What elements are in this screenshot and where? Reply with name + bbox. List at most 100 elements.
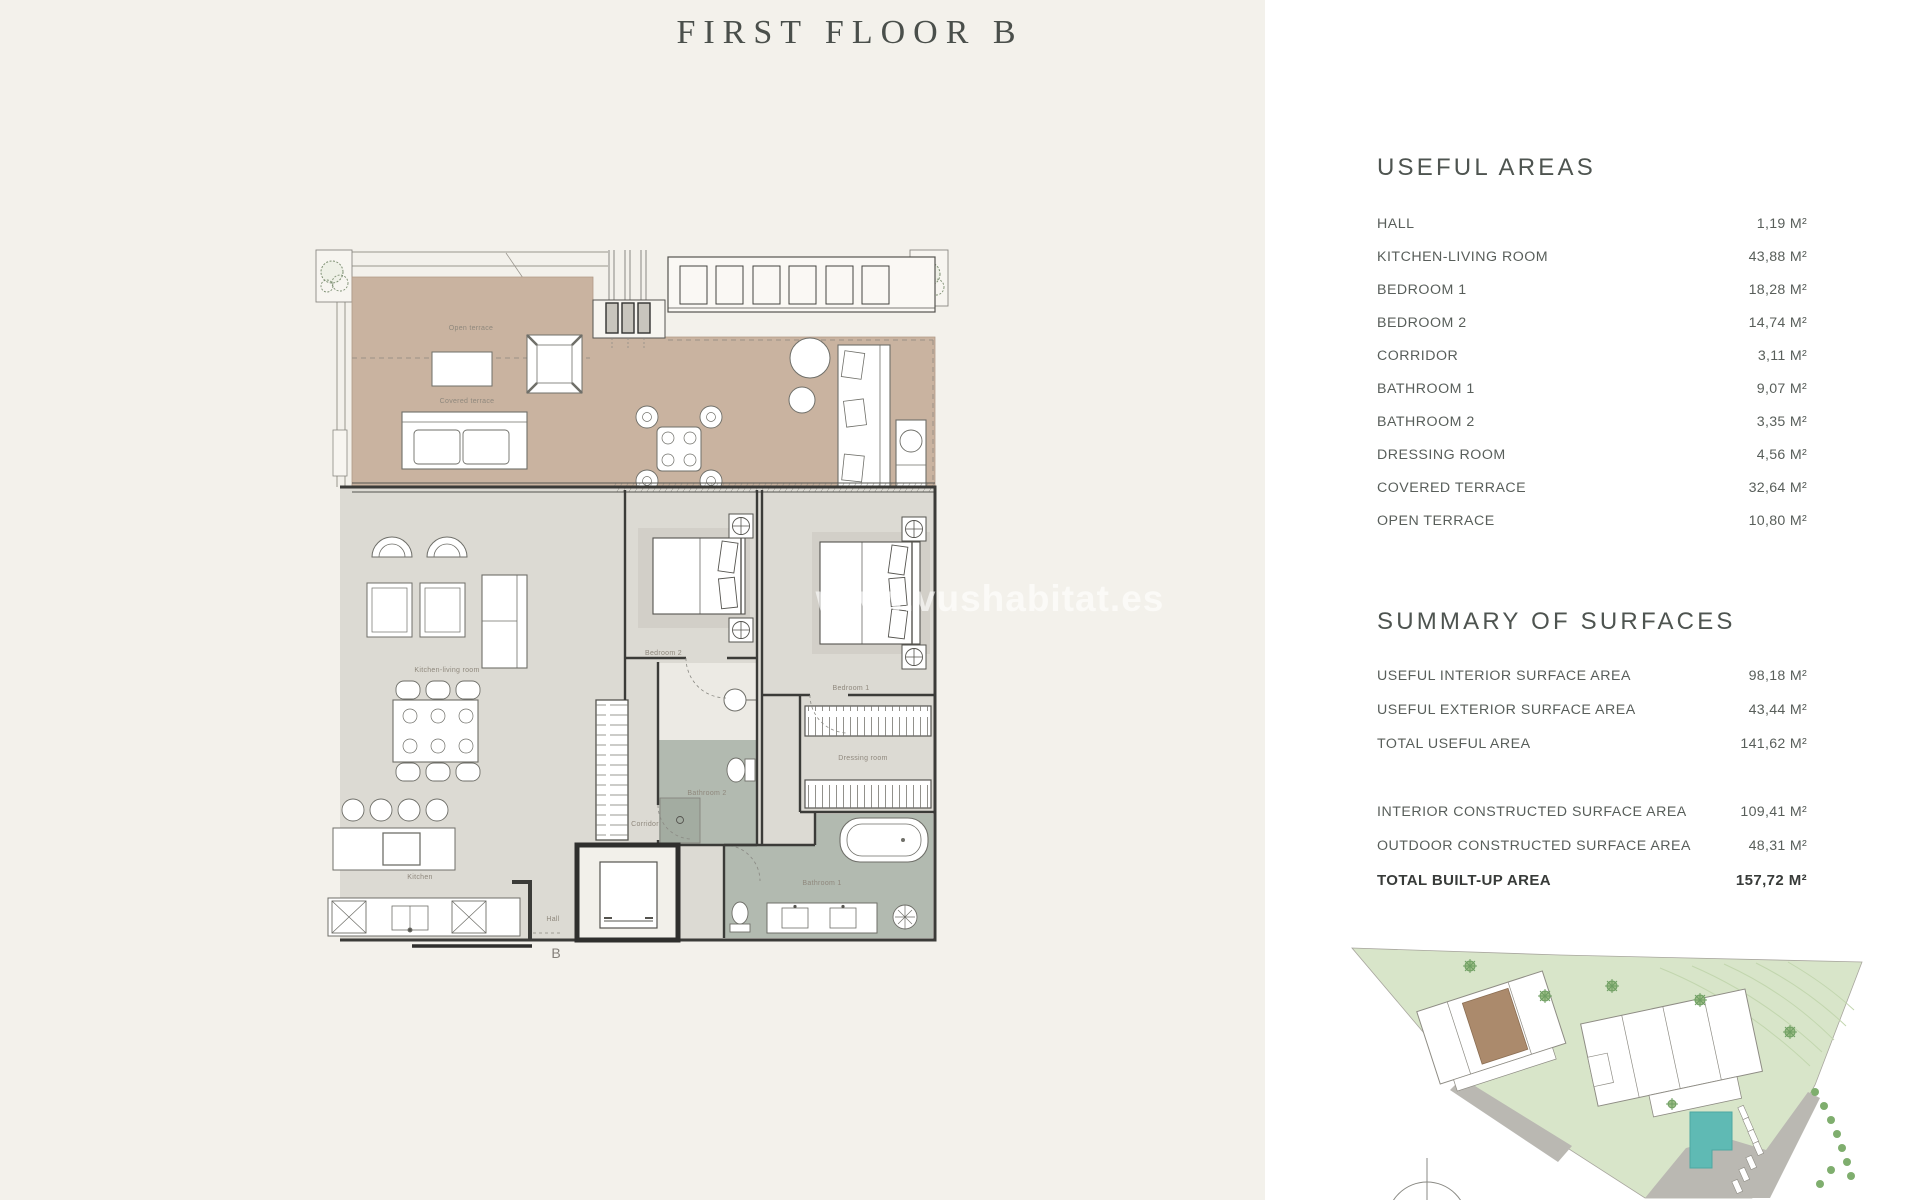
living-furniture [327, 536, 528, 937]
row-value: 9,07 M² [1756, 380, 1807, 397]
row-value: 18,28 M² [1748, 281, 1807, 298]
palm-trees [1463, 959, 1797, 1110]
table-row: OUTDOOR CONSTRUCTED SURFACE AREA 48,31 M… [1377, 829, 1807, 863]
row-value: 43,44 M² [1748, 702, 1807, 718]
row-label: INTERIOR CONSTRUCTED SURFACE AREA [1377, 804, 1687, 820]
label-bedroom1: Bedroom 1 [833, 685, 870, 692]
site-plan [1330, 930, 1920, 1200]
kitchen-counter [327, 897, 521, 937]
row-label: BEDROOM 2 [1377, 314, 1467, 331]
table-row: USEFUL EXTERIOR SURFACE AREA 43,44 M² [1377, 693, 1807, 727]
planter-top-left [315, 249, 353, 303]
round-table [789, 337, 831, 379]
plant [892, 904, 918, 930]
table-row: BEDROOM 2 14,74 M² [1377, 306, 1807, 339]
floor-plan: Open terrace Covered terrace [312, 242, 957, 962]
table-row: BEDROOM 1 18,28 M² [1377, 273, 1807, 306]
label-bedroom2: Bedroom 2 [645, 650, 682, 657]
table-row: OPEN TERRACE 10,80 M² [1377, 504, 1807, 537]
label-corridor: Corridor [631, 821, 659, 828]
basin [723, 688, 747, 712]
armchair [371, 536, 413, 558]
coffee-table [431, 351, 493, 387]
island-stools [341, 798, 449, 822]
watermark: www.vushabitat.es [815, 578, 1165, 619]
label-open-terrace: Open terrace [449, 325, 493, 332]
summary-heading: SUMMARY OF SURFACES [1377, 608, 1736, 635]
summary-table-constructed: INTERIOR CONSTRUCTED SURFACE AREA 109,41… [1377, 795, 1807, 863]
row-label: OPEN TERRACE [1377, 512, 1495, 529]
trees [1811, 1088, 1855, 1188]
row-value: 4,56 M² [1756, 446, 1807, 463]
table-row: INTERIOR CONSTRUCTED SURFACE AREA 109,41… [1377, 795, 1807, 829]
row-value: 43,88 M² [1748, 248, 1807, 265]
row-label: OUTDOOR CONSTRUCTED SURFACE AREA [1377, 838, 1691, 854]
building-left [1416, 970, 1567, 1092]
partition-panel [592, 250, 666, 348]
lounge-chair [526, 334, 583, 394]
row-value: 3,35 M² [1756, 413, 1807, 430]
bathroom2 [659, 663, 756, 844]
compass-icon [1393, 1158, 1461, 1200]
door-swings [533, 657, 849, 934]
armchair [426, 536, 468, 558]
table-row: TOTAL USEFUL AREA 141,62 M² [1377, 727, 1807, 761]
label-covered-terrace: Covered terrace [440, 398, 495, 405]
parking-slots [1731, 1104, 1764, 1195]
row-label: KITCHEN-LIVING ROOM [1377, 248, 1549, 265]
pool [1689, 1111, 1733, 1169]
row-label: TOTAL USEFUL AREA [1377, 736, 1531, 752]
entrance-shaft [574, 842, 681, 943]
dining-table-set [392, 680, 481, 782]
side-table [366, 582, 413, 638]
label-dressing: Dressing room [838, 755, 887, 762]
plan-letter: B [551, 945, 560, 961]
table-row: DRESSING ROOM 4,56 M² [1377, 438, 1807, 471]
dressing-racks [804, 705, 932, 809]
terrace-sofa [401, 411, 528, 470]
toilet [726, 757, 756, 783]
walls [340, 485, 937, 942]
toilet [729, 901, 751, 933]
row-label: USEFUL EXTERIOR SURFACE AREA [1377, 702, 1636, 718]
row-label: DRESSING ROOM [1377, 446, 1506, 463]
row-value: 48,31 M² [1748, 838, 1807, 854]
bedroom2-bed [652, 537, 746, 615]
label-kitchen-living: Kitchen-living room [414, 667, 479, 674]
window-band [667, 256, 936, 313]
balcony-edge [332, 251, 608, 487]
row-label: HALL [1377, 215, 1415, 232]
table-row: KITCHEN-LIVING ROOM 43,88 M² [1377, 240, 1807, 273]
living-sofa [481, 574, 528, 669]
table-row: CORRIDOR 3,11 M² [1377, 339, 1807, 372]
row-value: 14,74 M² [1748, 314, 1807, 331]
useful-areas-heading: USEFUL AREAS [1377, 154, 1596, 181]
page-title: FIRST FLOOR B [676, 14, 1024, 51]
pouf [788, 386, 816, 414]
row-label: CORRIDOR [1377, 347, 1459, 364]
row-value: 141,62 M² [1740, 736, 1807, 752]
highlighted-unit [1461, 987, 1529, 1065]
row-value: 10,80 M² [1748, 512, 1807, 529]
useful-areas-table: HALL 1,19 M² KITCHEN-LIVING ROOM 43,88 M… [1377, 207, 1807, 537]
row-label: COVERED TERRACE [1377, 479, 1527, 496]
bathtub [839, 817, 929, 863]
table-row: BATHROOM 1 9,07 M² [1377, 372, 1807, 405]
total-built-up-row: TOTAL BUILT-UP AREA 157,72 M² [1377, 862, 1807, 898]
table-row: HALL 1,19 M² [1377, 207, 1807, 240]
total-value: 157,72 M² [1735, 871, 1807, 889]
label-bathroom2: Bathroom 2 [687, 790, 726, 797]
row-value: 32,64 M² [1748, 479, 1807, 496]
side-table [419, 582, 466, 638]
floor-plan-drawing: Open terrace Covered terrace [315, 249, 949, 961]
row-value: 109,41 M² [1740, 804, 1807, 820]
label-kitchen: Kitchen [407, 874, 432, 881]
table-row: BATHROOM 2 3,35 M² [1377, 405, 1807, 438]
ceiling-fan-icons [728, 513, 927, 670]
row-label: BATHROOM 2 [1377, 413, 1475, 430]
site-plan-drawing [1351, 947, 1863, 1200]
label-bathroom1: Bathroom 1 [802, 880, 841, 887]
row-value: 3,11 M² [1757, 347, 1807, 364]
row-value: 98,18 M² [1748, 668, 1807, 684]
